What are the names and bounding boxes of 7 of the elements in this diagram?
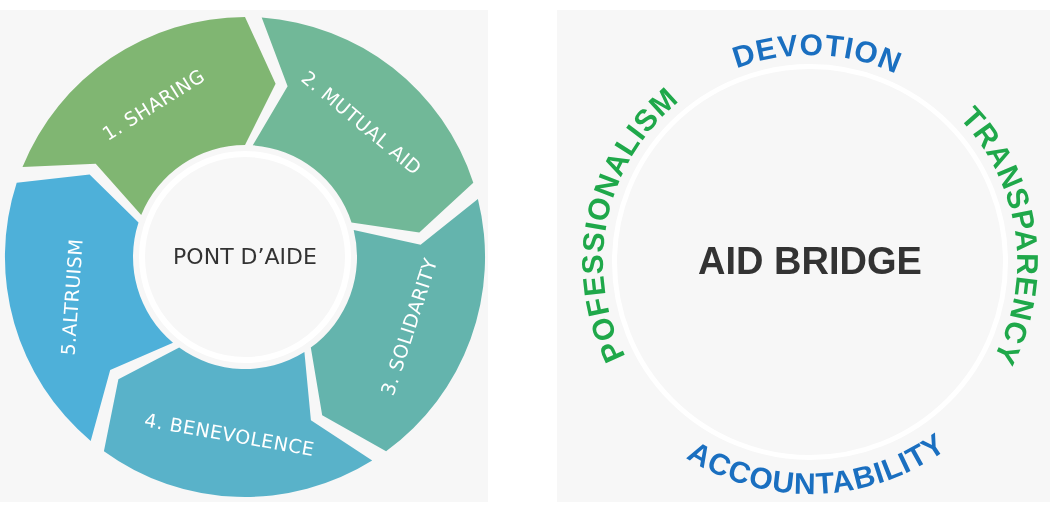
cycle-arrow-segment <box>252 17 474 233</box>
cycle-arrow-segment <box>103 347 373 497</box>
segment-label: 5.ALTRUISM <box>56 238 87 357</box>
center-label: AID BRIDGE <box>697 239 923 285</box>
center-label: PONT D’AIDE <box>172 243 318 272</box>
cycle-arrow-segment <box>22 17 276 215</box>
curved-word: DEVOTION <box>728 27 907 80</box>
